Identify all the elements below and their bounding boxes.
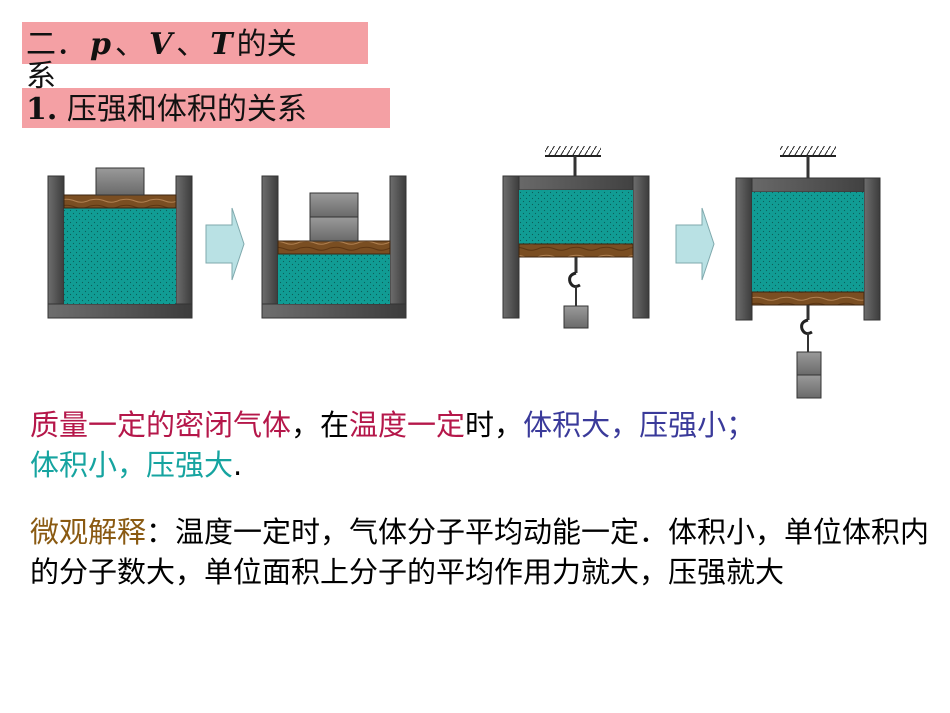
- statement-comma: ，在: [291, 408, 350, 442]
- variable-T: T: [210, 27, 233, 62]
- gas: [278, 254, 390, 304]
- weight-icon: [563, 305, 589, 329]
- statement-when: 时，: [465, 408, 524, 442]
- hook-icon: [568, 271, 581, 288]
- statement-temperature: 温度一定: [349, 408, 466, 442]
- weight-icon: [95, 167, 145, 196]
- explanation-paragraph: 微观解释：温度一定时，气体分子平均动能一定．体积小，单位体积内的分子数大，单位面…: [30, 512, 930, 592]
- gas-cylinder-diagram: [47, 146, 881, 399]
- title2-highlight: [22, 88, 390, 128]
- piston: [518, 243, 634, 258]
- right-arrow-icon: [205, 207, 245, 281]
- weight-icon: [796, 374, 822, 399]
- separator: 、: [176, 27, 207, 62]
- statement-end: .: [233, 448, 243, 482]
- gas: [519, 190, 633, 244]
- statement-small-volume: 体积小，压强大: [30, 448, 234, 482]
- subsection-text: 压强和体积的关系: [66, 92, 307, 127]
- explanation-label: 微观解释: [30, 515, 147, 549]
- cylinder-4: [735, 146, 881, 399]
- ceiling-hatch-icon: [780, 146, 836, 156]
- piston: [277, 240, 391, 255]
- cylinder-1: [47, 167, 193, 319]
- section-title-suffix: 的关: [236, 27, 297, 62]
- statement-condition: 质量一定的密闭气体: [30, 408, 292, 442]
- hook-icon: [800, 318, 813, 335]
- statement-paragraph: 质量一定的密闭气体，在温度一定时，体积大，压强小； 体积小，压强大.: [30, 405, 930, 485]
- weight-icon: [309, 216, 359, 242]
- cylinder-3: [502, 146, 650, 329]
- piston: [63, 194, 177, 209]
- subsection-number: 1: [26, 92, 47, 127]
- weight-icon: [309, 192, 359, 218]
- explanation-text: ：温度一定时，气体分子平均动能一定．体积小，单位体积内的分子数大，单位面积上分子…: [30, 515, 930, 589]
- cylinder-2: [261, 175, 407, 319]
- section-title-wrap: 系: [26, 59, 56, 94]
- gas: [64, 208, 176, 304]
- subsection-title: 1. 压强和体积的关系: [26, 90, 307, 130]
- separator: 、: [114, 27, 145, 62]
- weight-icon: [796, 351, 822, 376]
- title1-highlight: [22, 22, 368, 64]
- ceiling-hatch-icon: [545, 146, 601, 156]
- variable-V: V: [148, 27, 173, 62]
- section-number: 二．: [26, 27, 86, 62]
- statement-large-volume: 体积大，压强小；: [523, 408, 756, 442]
- gas: [752, 192, 864, 292]
- piston: [751, 291, 865, 306]
- right-arrow-icon: [675, 207, 715, 281]
- variable-p: p: [90, 27, 111, 62]
- subsection-dot: .: [46, 92, 58, 127]
